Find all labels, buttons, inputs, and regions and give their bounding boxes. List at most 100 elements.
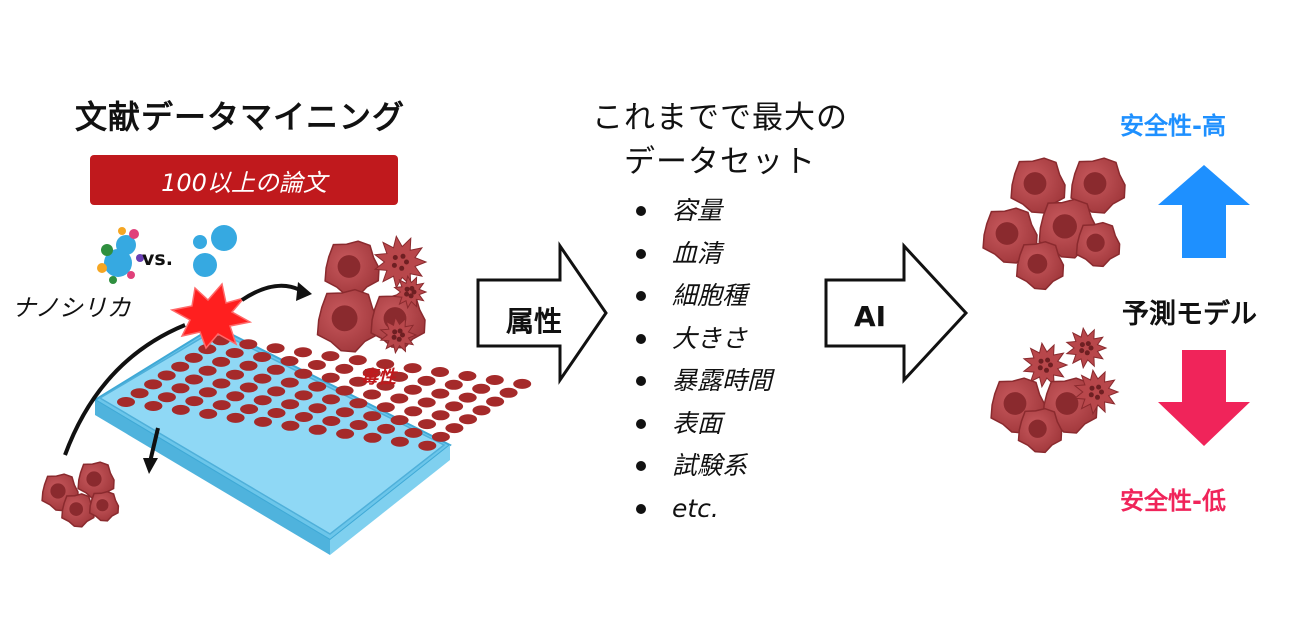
well	[144, 379, 163, 390]
well	[363, 411, 382, 422]
well	[349, 420, 368, 430]
cell-icon	[1015, 241, 1065, 291]
well	[417, 375, 436, 386]
well	[485, 375, 504, 385]
well	[444, 379, 463, 390]
bullet-icon	[636, 333, 646, 344]
well	[294, 368, 313, 379]
bullet-icon	[636, 503, 646, 514]
well	[403, 363, 422, 374]
well	[308, 381, 327, 392]
well	[253, 352, 272, 362]
well	[513, 378, 532, 389]
well	[376, 402, 395, 413]
well	[198, 365, 217, 376]
well	[212, 356, 231, 367]
cell-icon	[61, 493, 95, 528]
list-item: 大きさ	[636, 318, 772, 361]
attribute-item: 血清	[672, 238, 723, 268]
well	[472, 383, 491, 394]
well	[322, 416, 341, 426]
well	[431, 431, 450, 442]
well	[348, 355, 367, 366]
well	[431, 367, 449, 377]
well	[458, 371, 477, 381]
paper-count-banner: 100以上の論文	[90, 155, 398, 205]
well	[390, 371, 409, 382]
cell-icon	[1017, 407, 1063, 454]
well	[184, 352, 203, 363]
well	[349, 398, 368, 409]
burst-icon	[169, 282, 253, 350]
well	[459, 414, 477, 425]
list-item: 細胞種	[636, 275, 772, 318]
list-item: etc.	[636, 488, 772, 531]
damaged-cell-icon	[379, 315, 418, 355]
well	[336, 428, 355, 439]
list-item: 表面	[636, 403, 772, 446]
safety-low-label: 安全性-低	[1120, 487, 1226, 515]
dataset-title: これまでで最大の データセット	[560, 96, 880, 184]
attribute-item: 暴露時間	[672, 366, 773, 395]
well	[226, 369, 244, 380]
well	[266, 343, 285, 354]
plate-wells	[117, 335, 532, 451]
prediction-model-label: 予測モデル	[1122, 299, 1257, 330]
well	[254, 416, 272, 427]
well	[171, 404, 190, 415]
well	[239, 339, 258, 350]
bullet-icon	[636, 206, 646, 217]
dataset-title-line2: データセット	[624, 144, 816, 180]
well	[171, 383, 190, 394]
well	[212, 400, 231, 411]
attribute-arrow-label: 属性	[506, 305, 563, 338]
bullet-icon	[636, 376, 646, 387]
well	[335, 407, 354, 418]
well	[157, 392, 176, 403]
well	[226, 391, 245, 402]
well	[335, 363, 354, 374]
attribute-item: 細胞種	[672, 281, 748, 310]
attribute-item: 表面	[672, 408, 723, 438]
bullet-icon	[636, 291, 646, 302]
well	[404, 427, 423, 438]
well	[308, 403, 327, 414]
list-item: 血清	[636, 233, 772, 276]
cell-icon	[324, 240, 380, 297]
cell-icon	[1075, 221, 1121, 268]
well	[363, 389, 381, 400]
well	[157, 370, 176, 381]
well	[280, 356, 299, 366]
well	[376, 359, 395, 370]
well	[308, 424, 327, 435]
cell-icon	[316, 288, 380, 353]
ai-arrow-label: AI	[854, 300, 887, 333]
list-item: 試験系	[636, 445, 772, 488]
well	[363, 432, 382, 443]
well	[281, 399, 300, 410]
well	[376, 380, 395, 391]
well	[280, 377, 299, 388]
safety-high-label: 安全性-高	[1120, 112, 1226, 140]
toxicity-label: 毒性	[360, 367, 396, 388]
well	[431, 410, 450, 421]
well	[486, 396, 505, 407]
well	[281, 420, 300, 431]
well	[445, 423, 464, 434]
well	[431, 388, 450, 399]
well	[266, 364, 285, 375]
well	[349, 376, 368, 387]
well	[185, 374, 203, 385]
well	[445, 401, 464, 412]
data-mining-title: 文献データマイニング	[74, 98, 405, 136]
well	[499, 387, 518, 398]
well	[240, 404, 259, 415]
well	[335, 385, 354, 396]
well	[321, 351, 340, 362]
well	[253, 373, 272, 384]
well	[267, 386, 286, 397]
well	[267, 408, 286, 418]
well-plate	[93, 324, 532, 555]
damaged-cell-icon	[1073, 368, 1120, 416]
